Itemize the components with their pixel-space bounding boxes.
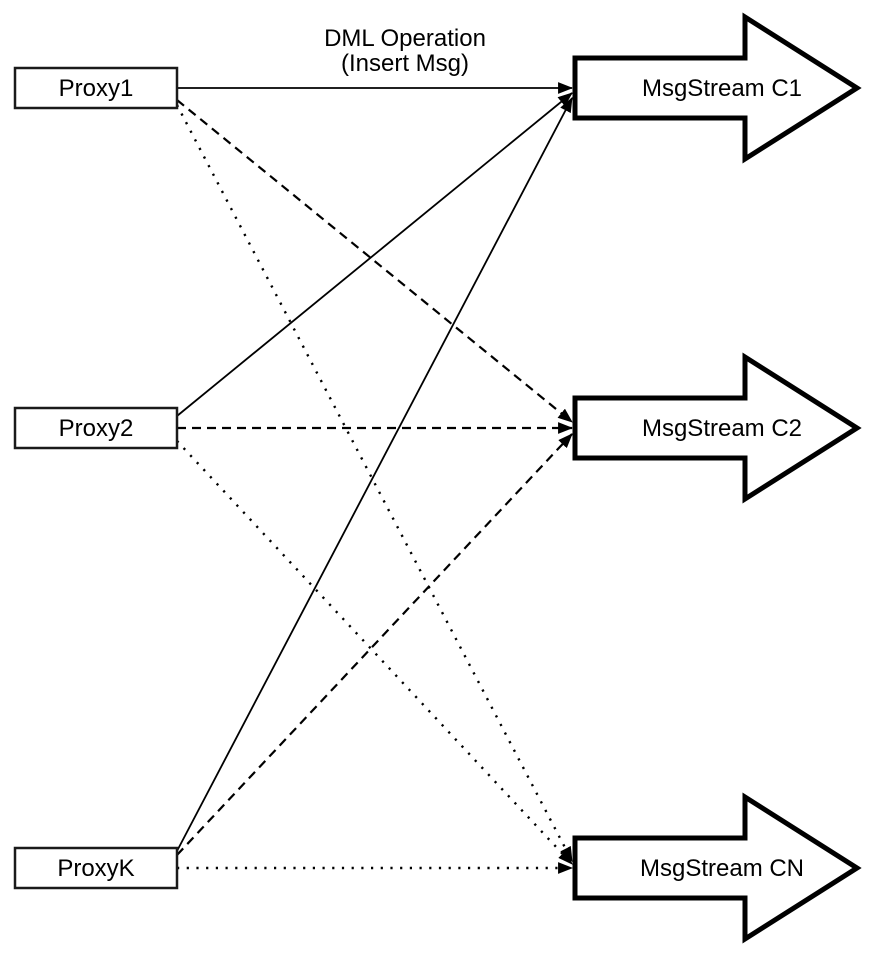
msgstream-c2-node: MsgStream C2 (572, 352, 862, 504)
msgstream-c2-arrow-shape (572, 352, 862, 504)
msgstream-c1-label: MsgStream C1 (642, 75, 802, 102)
proxyk-label: ProxyK (57, 855, 134, 882)
proxy1-node: Proxy1 (13, 66, 179, 110)
annotation-line2: (Insert Msg) (341, 50, 469, 77)
proxy2-node: Proxy2 (13, 406, 179, 450)
edge-proxy2-cn (176, 440, 573, 865)
proxyk-box (13, 846, 179, 890)
proxy1-box (13, 66, 179, 110)
proxy1-label: Proxy1 (59, 75, 134, 102)
msgstream-c1-node: MsgStream C1 (572, 12, 862, 164)
proxy2-label: Proxy2 (59, 415, 134, 442)
edge-proxyk-c2 (176, 433, 573, 856)
edge-proxy1-c2 (176, 99, 573, 423)
annotation-line1: DML Operation (324, 25, 486, 52)
edge-proxy1-cn (175, 104, 574, 862)
msgstream-cn-label: MsgStream CN (640, 855, 804, 882)
proxy2-box (13, 406, 179, 450)
msgstream-c2-label: MsgStream C2 (642, 415, 802, 442)
edge-proxyk-c1 (176, 97, 573, 852)
msgstream-cn-node: MsgStream CN (572, 792, 862, 944)
edge-proxy2-c1 (176, 92, 573, 417)
proxyk-node: ProxyK (13, 846, 179, 890)
msgstream-cn-arrow-shape (572, 792, 862, 944)
msgstream-c1-arrow-shape (572, 12, 862, 164)
